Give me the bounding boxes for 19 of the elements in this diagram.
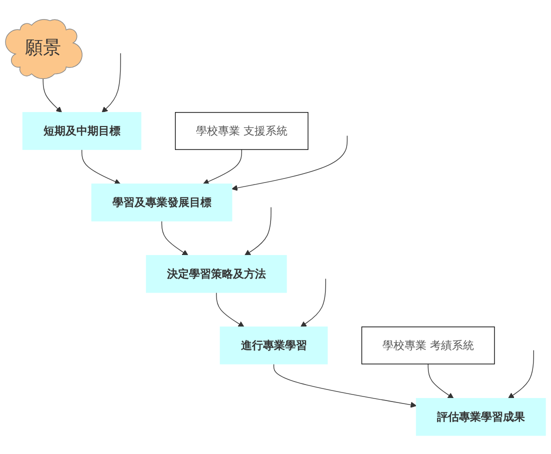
arrow xyxy=(102,52,121,112)
node-box: 短期及中期目標 xyxy=(22,112,142,150)
arrow xyxy=(244,206,272,256)
node-box: 學校專業 支援系統 xyxy=(174,112,308,150)
arrow xyxy=(202,148,242,184)
arrow xyxy=(161,220,188,256)
node-box: 決定學習策略及方法 xyxy=(146,254,287,292)
node-box: 進行專業學習 xyxy=(220,326,328,364)
arrow xyxy=(300,278,326,327)
arrow xyxy=(273,363,417,408)
arrow xyxy=(82,148,121,184)
node-box: 評估專業學習成果 xyxy=(416,398,546,436)
arrow xyxy=(216,292,244,327)
node-box: 學校專業 考績系統 xyxy=(361,326,495,364)
arrow xyxy=(508,349,534,398)
arrow xyxy=(428,363,454,398)
node-box: 學習及專業發展目標 xyxy=(91,183,232,221)
arrow xyxy=(42,77,62,112)
arrow xyxy=(232,134,348,190)
